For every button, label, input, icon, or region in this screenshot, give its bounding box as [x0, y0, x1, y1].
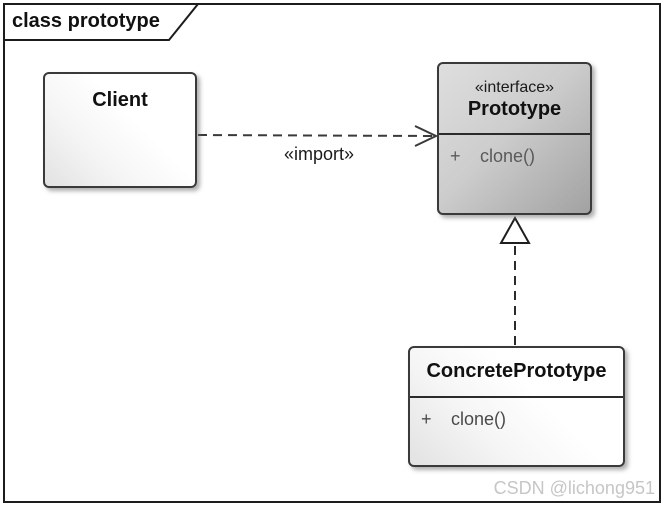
prototype-method-clone: + clone() [439, 135, 590, 167]
class-box-concrete-prototype: ConcretePrototype + clone() [408, 346, 625, 467]
prototype-class-name: Prototype [467, 98, 562, 120]
method-visibility: + [421, 409, 432, 429]
class-box-client: Client [43, 72, 197, 188]
method-signature: clone() [480, 146, 536, 166]
prototype-stereotype: «interface» [474, 79, 555, 96]
watermark-text: CSDN @lichong951 [493, 478, 655, 498]
import-edge-label: «import» [283, 144, 355, 164]
client-class-name: Client [92, 89, 148, 111]
concrete-class-name: ConcretePrototype [426, 360, 607, 382]
import-arrowhead-icon [414, 125, 439, 147]
concrete-method-clone: + clone() [410, 398, 623, 430]
method-visibility: + [450, 146, 461, 166]
import-dependency-line [197, 134, 433, 137]
method-signature: clone() [451, 409, 507, 429]
frame-title: class prototype [12, 10, 160, 32]
interface-box-prototype: «interface» Prototype + clone() [437, 62, 592, 215]
concrete-header-compartment: ConcretePrototype [410, 348, 623, 398]
prototype-header-compartment: «interface» Prototype [439, 64, 590, 135]
realization-triangle-icon [499, 215, 531, 244]
